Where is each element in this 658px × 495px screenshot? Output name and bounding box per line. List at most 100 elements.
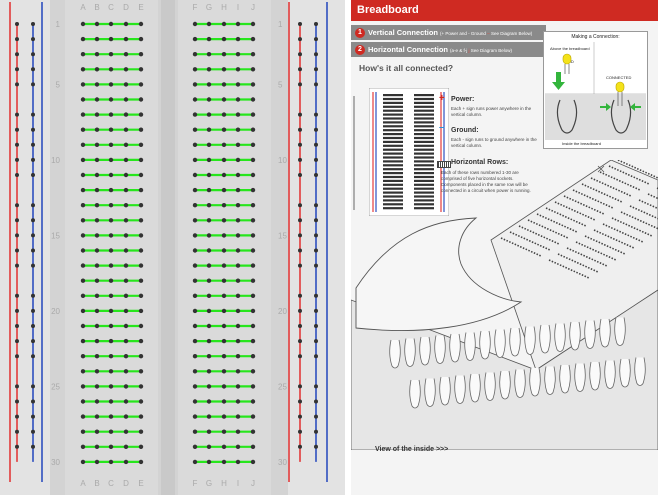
socket-hole <box>192 248 198 253</box>
socket-hole <box>192 278 198 283</box>
socket-hole <box>192 67 198 72</box>
rail-hole <box>314 173 318 177</box>
socket-hole <box>138 218 144 223</box>
socket-hole <box>80 127 86 132</box>
rail-hole <box>314 384 318 389</box>
arrow-left-icon <box>630 103 641 111</box>
socket-hole <box>80 82 86 87</box>
rail-hole <box>298 399 302 404</box>
rail-hole <box>298 414 302 419</box>
socket-clip-icon <box>424 378 436 407</box>
mini-socket-row <box>414 168 434 171</box>
step-number-2: 2 <box>355 45 365 56</box>
socket-hole <box>94 127 100 132</box>
socket-hole <box>235 67 241 72</box>
socket-hole <box>221 323 227 329</box>
rail-hole <box>15 142 19 147</box>
socket-hole <box>80 218 86 223</box>
horizontal-connection-note: (a-e & f-j j See Diagram Below) <box>450 48 512 53</box>
socket-hole <box>221 36 227 42</box>
rail-hole <box>298 248 302 253</box>
socket-hole <box>192 36 198 42</box>
socket-hole <box>250 203 256 208</box>
column-label: H <box>221 479 227 488</box>
socket-hole <box>206 399 212 404</box>
socket-hole <box>221 278 227 283</box>
inside-breadboard-label: Inside the breadboard <box>562 141 601 146</box>
socket-hole <box>221 233 227 238</box>
rail-hole <box>15 339 19 344</box>
socket-hole <box>192 127 198 132</box>
socket-hole <box>138 369 144 374</box>
socket-hole <box>94 248 100 253</box>
rows-desc-line: Each of these rows numbered 1-30 are <box>441 170 519 175</box>
mini-socket-row <box>383 187 403 190</box>
rail-hole <box>15 218 19 223</box>
socket-hole <box>235 293 241 298</box>
above-breadboard-label: Above the breadboard <box>550 46 590 51</box>
top-socket-row <box>554 201 596 221</box>
mini-socket-row <box>414 191 434 194</box>
rail-hole <box>31 429 35 434</box>
socket-clip-icon <box>524 326 536 355</box>
ground-desc-line: Each - sign runs to ground anywhere in t… <box>451 137 537 142</box>
rows-desc-line: Components placed in the same row will b… <box>441 182 528 187</box>
socket-hole <box>221 127 227 132</box>
socket-hole <box>138 36 144 42</box>
top-socket-row <box>599 171 641 191</box>
top-socket-row <box>602 223 644 243</box>
socket-hole <box>250 338 256 344</box>
socket-hole <box>94 67 100 72</box>
socket-hole <box>206 444 212 449</box>
rail-hole <box>314 263 318 268</box>
socket-hole <box>108 112 114 117</box>
mini-breadboard-diagram <box>369 88 449 216</box>
socket-hole <box>221 399 227 404</box>
socket-hole <box>123 369 129 374</box>
rail-hole <box>15 233 19 238</box>
socket-hole <box>80 67 86 72</box>
row-number-label: 20 <box>51 307 60 316</box>
socket-hole <box>138 52 144 57</box>
socket-hole <box>192 233 198 238</box>
rail-hole <box>298 67 302 72</box>
rail-hole <box>314 248 318 253</box>
top-socket-row <box>647 193 658 200</box>
socket-hole <box>192 338 198 344</box>
socket-hole <box>192 112 198 117</box>
mini-socket-row <box>414 136 434 140</box>
rail-hole <box>15 399 19 404</box>
socket-clip-icon <box>634 357 646 386</box>
rail-hole <box>15 324 19 328</box>
socket-hole <box>138 233 144 238</box>
row-number-label: 15 <box>51 231 60 240</box>
socket-hole <box>80 142 86 147</box>
mini-socket-row <box>383 133 403 136</box>
rail-hole <box>15 203 19 208</box>
mini-socket-row <box>383 148 403 151</box>
rail-hole <box>314 22 318 26</box>
mini-socket-row <box>414 140 434 143</box>
row-number-label: 15 <box>278 231 287 240</box>
socket-hole <box>206 248 212 253</box>
socket-hole <box>206 338 212 344</box>
top-socket-row <box>575 241 617 261</box>
socket-hole <box>94 399 100 404</box>
socket-clip-icon <box>559 364 571 394</box>
socket-hole <box>192 203 198 208</box>
socket-hole <box>108 369 114 374</box>
socket-hole <box>221 157 227 163</box>
socket-hole <box>235 52 241 57</box>
socket-hole <box>123 21 129 27</box>
socket-hole <box>250 354 256 359</box>
rail-hole <box>31 399 35 404</box>
socket-hole <box>235 127 241 132</box>
socket-hole <box>94 459 100 465</box>
column-label: G <box>206 479 212 488</box>
mini-socket-row <box>414 113 434 116</box>
top-socket-row <box>572 189 614 209</box>
column-label: I <box>237 479 239 488</box>
socket-hole <box>94 308 100 314</box>
socket-hole <box>250 293 256 298</box>
socket-hole <box>192 97 198 102</box>
